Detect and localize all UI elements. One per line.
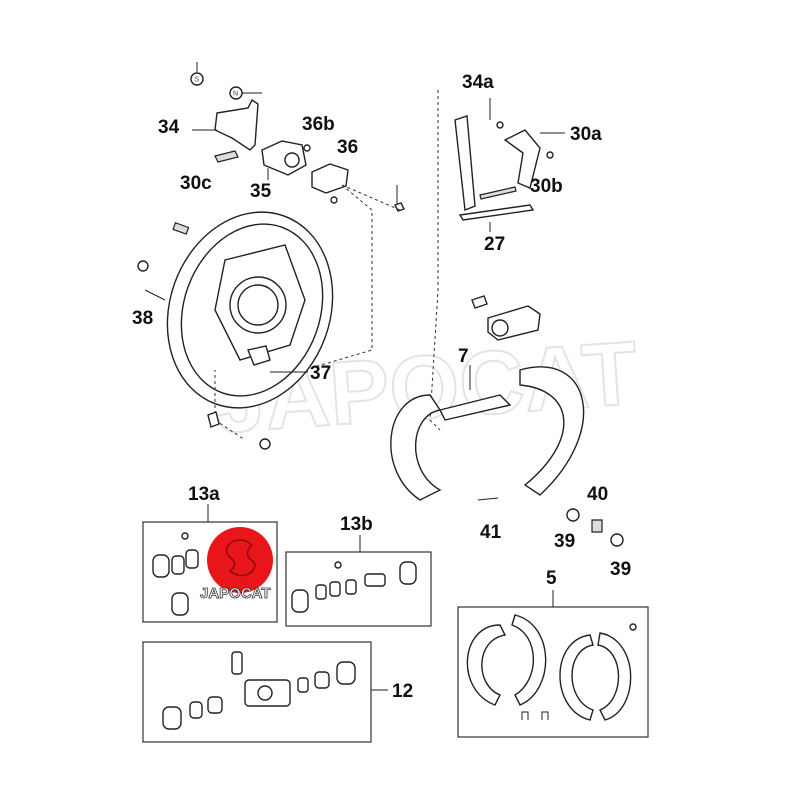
svg-text:N: N — [233, 91, 238, 98]
callout-37: 37 — [310, 363, 331, 384]
svg-text:S: S — [195, 77, 200, 84]
nut-38 — [137, 260, 149, 272]
callout-34: 34 — [158, 117, 180, 138]
callout-5: 5 — [546, 568, 557, 589]
callout-13a: 13a — [188, 484, 220, 505]
callout-40: 40 — [587, 484, 608, 505]
kit-13a-parts — [152, 532, 199, 616]
japocat-logo: JAPOCAT — [200, 527, 273, 602]
callout-39-left: 39 — [554, 531, 575, 552]
spring-30b — [479, 186, 517, 200]
bracket-30a — [503, 129, 541, 189]
callout-30c: 30c — [180, 173, 212, 194]
kit-13a-box — [142, 521, 278, 623]
brake-shoes-assembly — [390, 365, 585, 501]
housing-36 — [311, 163, 349, 194]
callout-38: 38 — [132, 308, 153, 329]
backing-plate-37 — [166, 211, 334, 409]
lever-34 — [214, 98, 259, 151]
callout-36: 36 — [337, 137, 358, 158]
strut-27 — [458, 204, 535, 221]
kit-13b-box — [285, 551, 432, 627]
spring-30c — [214, 150, 239, 163]
marker-s: S — [190, 62, 204, 86]
spring-40 — [591, 519, 603, 533]
callout-39-right: 39 — [610, 559, 631, 580]
callout-35: 35 — [250, 181, 272, 202]
callout-12: 12 — [392, 681, 413, 702]
marker-n: N — [229, 86, 262, 100]
callout-36b: 36b — [302, 114, 335, 135]
callout-34a: 34a — [462, 72, 494, 93]
kit-12-box — [142, 641, 372, 743]
callout-27: 27 — [484, 234, 505, 255]
svg-text:JAPOCAT: JAPOCAT — [200, 585, 271, 602]
kit-12-wheel-cylinder — [162, 651, 356, 730]
callout-7: 7 — [458, 346, 469, 367]
callout-30a: 30a — [570, 124, 602, 145]
kit-5-shoes — [466, 614, 637, 721]
callout-30b: 30b — [530, 176, 563, 197]
callout-41: 41 — [480, 522, 502, 543]
kit-13b-parts — [291, 561, 417, 613]
callout-13b: 13b — [340, 514, 373, 535]
lever-34a — [454, 115, 476, 211]
